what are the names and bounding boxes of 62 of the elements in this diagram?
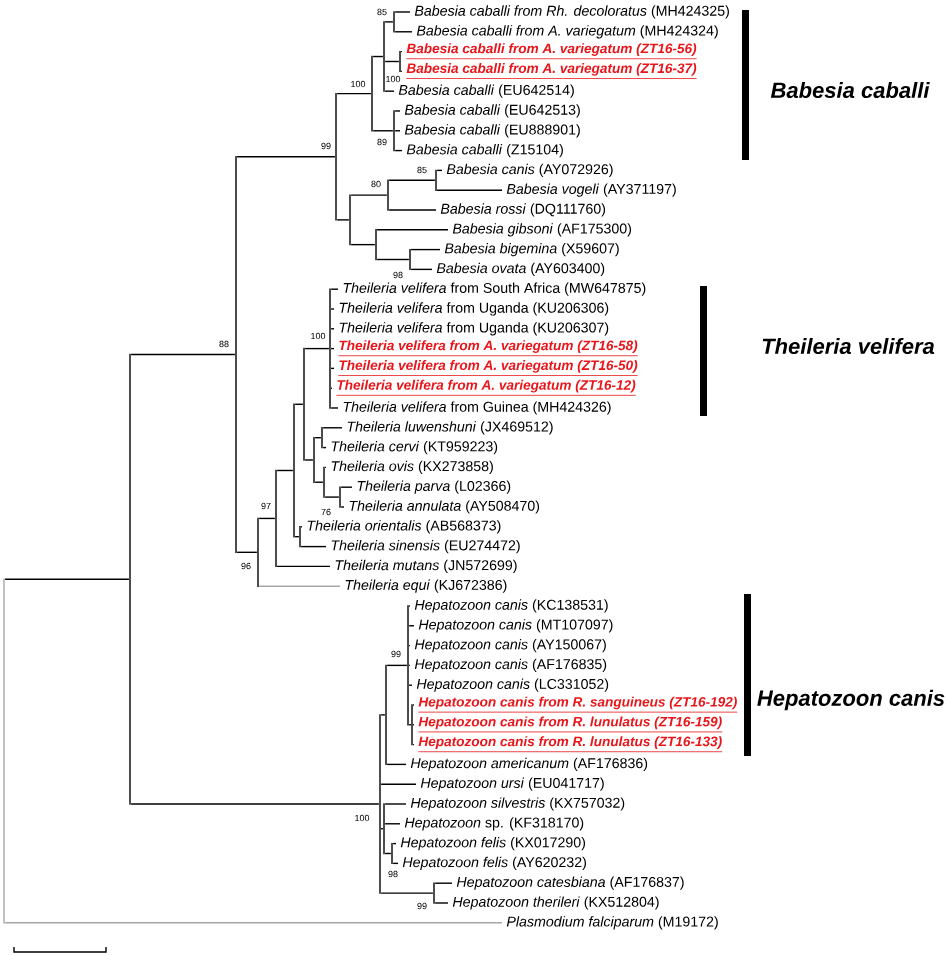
tree-branch bbox=[376, 258, 410, 261]
tree-branch bbox=[436, 189, 503, 191]
tree-branch bbox=[392, 842, 397, 845]
tree-branch bbox=[434, 882, 453, 884]
clade-label: Babesia caballi bbox=[770, 81, 930, 99]
tree-branch bbox=[386, 664, 408, 667]
tree-branch bbox=[372, 55, 384, 58]
tree-branch bbox=[294, 403, 304, 405]
tree-branch bbox=[384, 90, 395, 92]
tree-branch bbox=[394, 11, 411, 13]
tree-branch bbox=[236, 156, 336, 158]
tree-branch bbox=[380, 892, 434, 894]
tree-branch bbox=[276, 469, 294, 472]
tree-branch bbox=[388, 209, 437, 211]
tree-branch bbox=[388, 179, 436, 181]
tree-branch bbox=[322, 446, 327, 449]
tree-branch bbox=[410, 248, 441, 251]
tree-branch bbox=[436, 169, 443, 172]
tree-branch bbox=[236, 551, 258, 553]
tree-branch bbox=[386, 763, 407, 766]
tree-branch bbox=[434, 902, 449, 904]
tree-branch bbox=[380, 783, 417, 785]
tree-branch bbox=[130, 803, 380, 805]
tree-branch bbox=[384, 852, 392, 855]
tree-branch bbox=[330, 288, 339, 290]
tree-branch bbox=[4, 922, 503, 924]
tree-branch bbox=[330, 407, 339, 409]
tree-branch bbox=[300, 545, 327, 548]
tree-branch bbox=[276, 565, 331, 568]
tree-branch bbox=[130, 353, 236, 356]
tree-branch bbox=[384, 803, 407, 805]
tree-branch bbox=[336, 219, 350, 221]
tree-branch bbox=[410, 268, 433, 271]
tree-branch bbox=[314, 437, 322, 439]
tree-branch bbox=[392, 862, 399, 865]
tree-branch bbox=[394, 130, 401, 132]
tree-branch bbox=[336, 92, 372, 95]
tree-branch bbox=[380, 714, 386, 716]
tree-branch bbox=[376, 229, 449, 231]
tree-branch bbox=[294, 536, 300, 538]
tree-branch bbox=[330, 347, 335, 350]
clade-label: Theileria velifera bbox=[762, 337, 935, 355]
tree-branch bbox=[322, 427, 343, 429]
tree-branch bbox=[314, 481, 324, 483]
tree-branch bbox=[258, 517, 276, 520]
tree-branch bbox=[304, 347, 330, 350]
tree-branch bbox=[394, 31, 413, 33]
tree-branch bbox=[372, 130, 394, 132]
tree-branch bbox=[384, 60, 400, 63]
tree-branch bbox=[258, 585, 341, 587]
tree-branch bbox=[384, 21, 394, 23]
tree-branch bbox=[304, 459, 314, 461]
tree-branch bbox=[350, 243, 376, 246]
clade-label: Hepatozoon canis bbox=[757, 689, 945, 711]
tree-branch bbox=[340, 486, 353, 488]
tree-branch bbox=[324, 496, 340, 498]
tree-branch bbox=[394, 149, 403, 152]
tree-branch bbox=[350, 194, 388, 196]
tree-branch bbox=[384, 823, 401, 825]
tree-branch bbox=[394, 110, 401, 112]
tree-branch bbox=[4, 578, 130, 580]
tree-branch bbox=[408, 625, 415, 627]
